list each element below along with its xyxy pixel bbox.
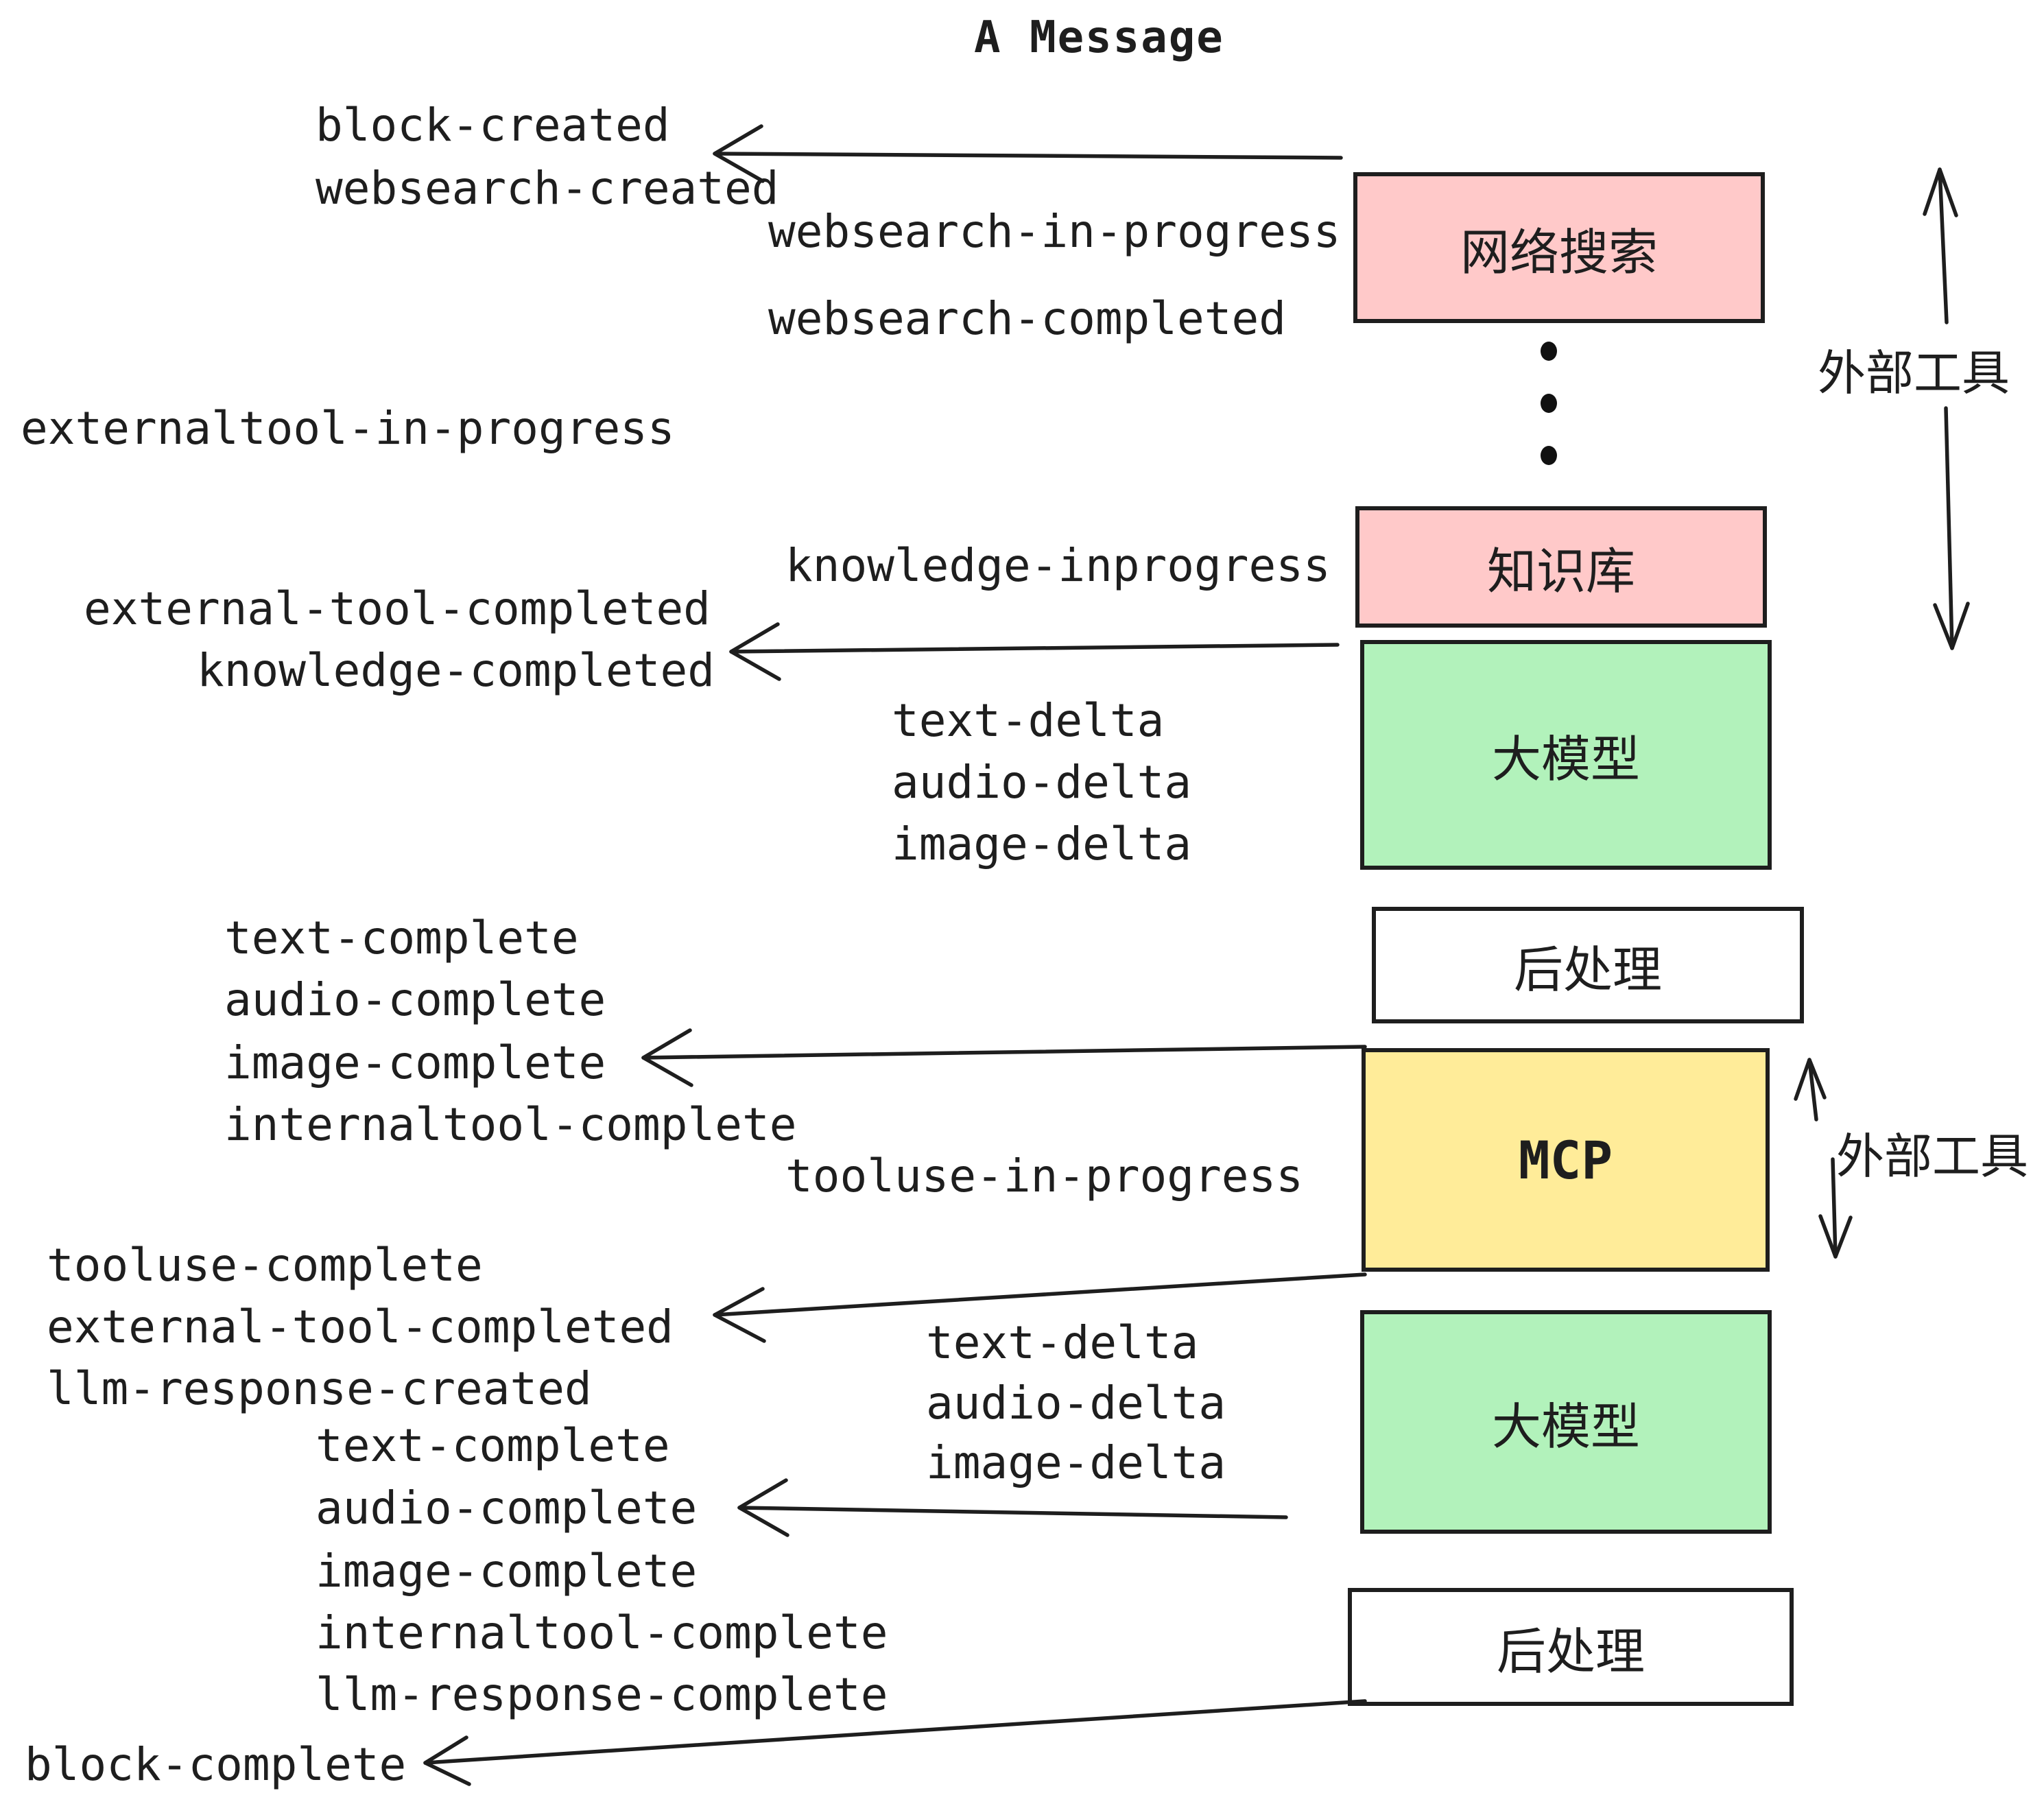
event-websearch-completed: websearch-completed bbox=[768, 292, 1286, 345]
event-block-complete: block-complete bbox=[25, 1738, 407, 1791]
diagram-title: A Message bbox=[974, 12, 1224, 63]
event-text-delta-2: text-delta bbox=[926, 1316, 1199, 1369]
box-llm-2: 大模型 bbox=[1360, 1310, 1772, 1534]
event-image-complete-2: image-complete bbox=[316, 1545, 698, 1598]
event-internaltool-complete-1: internaltool-complete bbox=[224, 1098, 797, 1151]
box-postprocess-1: 后处理 bbox=[1372, 907, 1804, 1023]
event-audio-complete-2: audio-complete bbox=[316, 1482, 698, 1534]
event-llm-response-created: llm-response-created bbox=[47, 1362, 592, 1415]
event-audio-delta-2: audio-delta bbox=[926, 1377, 1226, 1429]
box-llm-1-label: 大模型 bbox=[1491, 731, 1640, 788]
external-tools-label-2: 外部工具 bbox=[1836, 1128, 2028, 1185]
event-image-delta-1: image-delta bbox=[892, 818, 1192, 870]
event-external-tool-completed-2: external-tool-completed bbox=[47, 1301, 674, 1353]
external-tools-up-arrow-1 bbox=[1923, 167, 1958, 324]
box-websearch-label: 网络搜索 bbox=[1460, 223, 1658, 281]
event-llm-response-complete: llm-response-complete bbox=[316, 1668, 888, 1721]
box-knowledge: 知识库 bbox=[1355, 506, 1767, 628]
box-websearch: 网络搜索 bbox=[1353, 172, 1765, 323]
box-llm-1: 大模型 bbox=[1360, 640, 1772, 870]
event-image-delta-2: image-delta bbox=[926, 1436, 1226, 1489]
box-mcp: MCP bbox=[1362, 1048, 1770, 1272]
event-knowledge-inprogress: knowledge-inprogress bbox=[785, 539, 1331, 592]
event-text-complete-1: text-complete bbox=[224, 912, 579, 964]
event-text-complete-2: text-complete bbox=[316, 1419, 670, 1472]
event-block-created: block-created bbox=[316, 99, 670, 152]
event-internaltool-complete-2: internaltool-complete bbox=[316, 1606, 888, 1659]
event-websearch-in-progress: websearch-in-progress bbox=[768, 205, 1341, 258]
event-knowledge-completed: knowledge-completed bbox=[197, 644, 715, 697]
event-tooluse-complete: tooluse-complete bbox=[47, 1239, 483, 1292]
event-image-complete-1: image-complete bbox=[224, 1036, 606, 1089]
event-audio-complete-1: audio-complete bbox=[224, 973, 606, 1026]
box-mcp-label: MCP bbox=[1518, 1129, 1613, 1191]
external-tools-down-arrow-1 bbox=[1933, 406, 1970, 650]
box-postprocess-2-label: 后处理 bbox=[1496, 1622, 1645, 1681]
event-external-tool-completed-1: external-tool-completed bbox=[84, 582, 711, 635]
box-postprocess-2: 后处理 bbox=[1348, 1588, 1794, 1706]
event-text-delta-1: text-delta bbox=[892, 694, 1165, 747]
external-tools-label-1: 外部工具 bbox=[1818, 345, 2010, 401]
event-tooluse-in-progress: tooluse-in-progress bbox=[785, 1150, 1303, 1202]
ellipsis-dots bbox=[1541, 342, 1557, 498]
arrow-mcp-to-image-complete bbox=[641, 1028, 1367, 1087]
external-tools-up-arrow-2 bbox=[1794, 1058, 1827, 1121]
event-audio-delta-1: audio-delta bbox=[892, 756, 1192, 809]
box-postprocess-1-label: 后处理 bbox=[1513, 940, 1662, 999]
box-llm-2-label: 大模型 bbox=[1491, 1397, 1640, 1456]
arrow-websearch-to-created bbox=[713, 124, 1343, 183]
box-knowledge-label: 知识库 bbox=[1486, 543, 1635, 600]
arrow-llm1-to-knowledge-completed bbox=[729, 622, 1340, 681]
event-websearch-created: websearch-created bbox=[316, 162, 779, 215]
event-externaltool-in-progress: externaltool-in-progress bbox=[21, 402, 675, 455]
